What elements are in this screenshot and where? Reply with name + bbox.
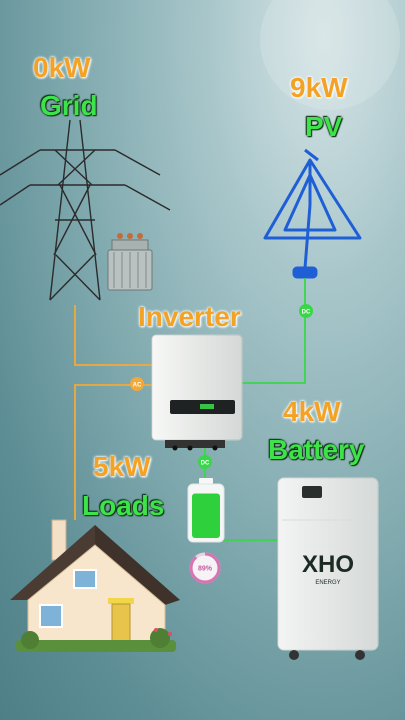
battery-label: Battery — [268, 434, 365, 465]
soc-text: 89% — [198, 566, 213, 573]
inverter-label: Inverter — [138, 301, 241, 332]
battery-fill — [192, 493, 220, 538]
pv-power-value: 9kW — [290, 72, 348, 103]
battery-dc-badge: DC — [198, 455, 212, 469]
transformer-icon — [107, 233, 153, 291]
loads-label: Loads — [82, 490, 165, 521]
pv-dc-badge: DC — [299, 304, 313, 318]
loads-ac-badge: AC — [130, 377, 144, 391]
brand-logo-sub: ENERGY — [315, 580, 340, 586]
brand-logo: XHO — [302, 551, 354, 578]
grid-inverter-line — [74, 305, 152, 366]
loads-power-value: 5kW — [93, 451, 151, 482]
loads-ac-tag: AC — [133, 383, 142, 389]
soc-ring: 89% — [189, 552, 221, 584]
house-icon — [10, 519, 180, 652]
ac-connections — [74, 305, 152, 520]
grid-power-value: 0kW — [33, 52, 91, 83]
solar-panel-icon — [263, 148, 362, 279]
storage-battery-icon: XHO ENERGY — [277, 477, 379, 660]
grid-label: Grid — [40, 90, 98, 121]
transmission-tower-icon — [0, 119, 171, 301]
battery-dc-tag: DC — [201, 461, 210, 467]
inverter-icon — [151, 334, 243, 451]
pv-dc-tag: DC — [302, 310, 311, 316]
pv-label: PV — [305, 111, 343, 142]
inverter-loads-line — [74, 384, 152, 520]
sun-glow — [260, 0, 400, 110]
battery-level-icon — [187, 478, 225, 543]
pv-inverter-line — [240, 278, 306, 384]
battery-power-value: 4kW — [283, 396, 341, 427]
